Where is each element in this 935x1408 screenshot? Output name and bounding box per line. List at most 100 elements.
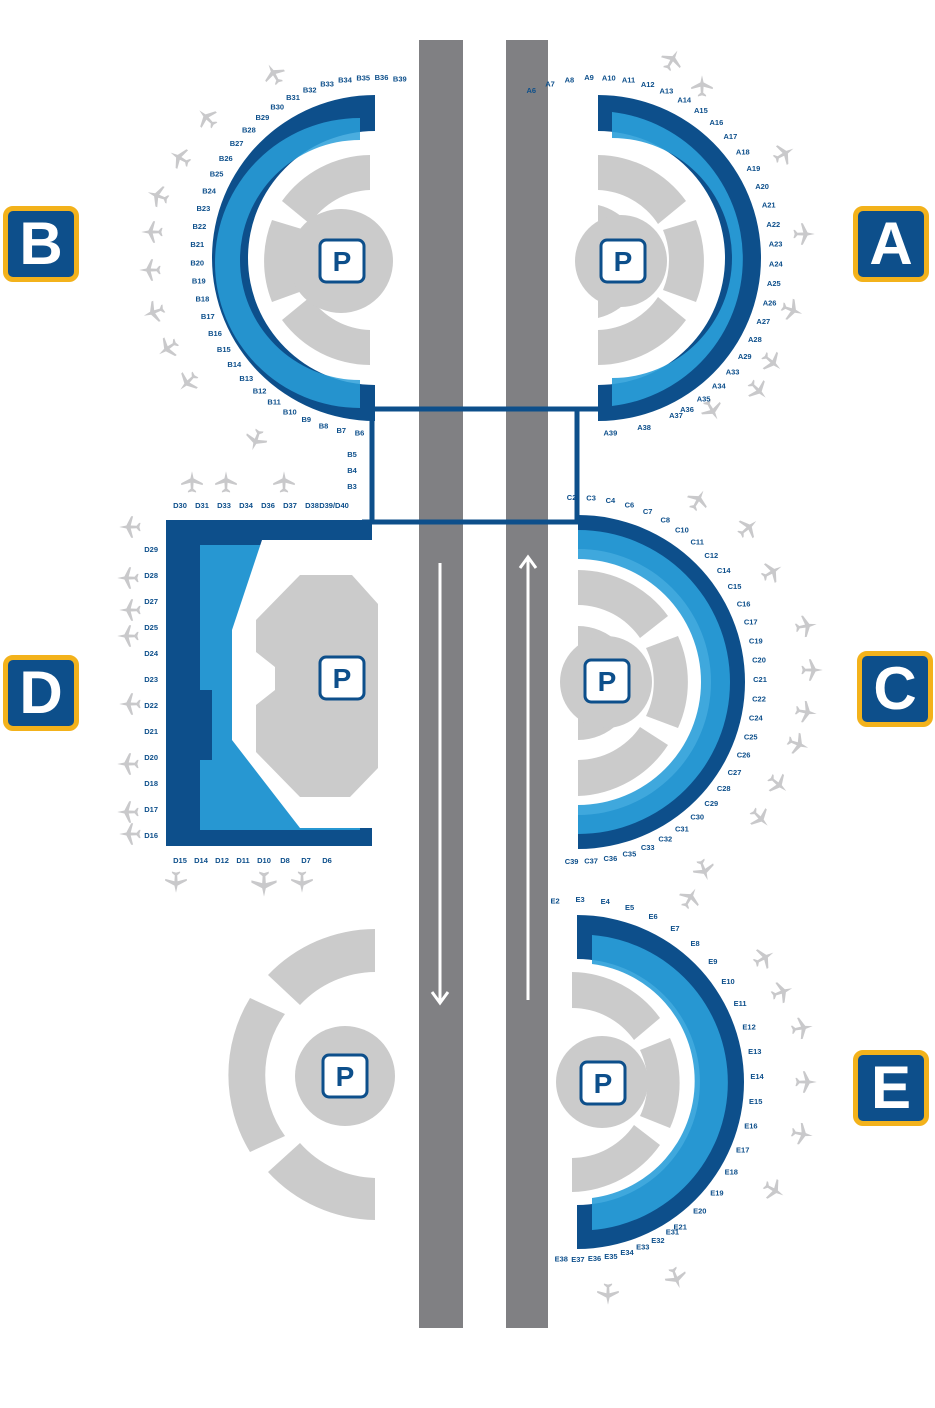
gate-label: C2 bbox=[567, 493, 577, 502]
gate-label: A16 bbox=[710, 118, 724, 127]
gate-label: E21 bbox=[674, 1222, 687, 1231]
gate-label: E36 bbox=[588, 1254, 601, 1263]
airplane-icon bbox=[119, 693, 141, 715]
connector-walkways bbox=[362, 406, 612, 525]
gate-label: B34 bbox=[338, 76, 353, 85]
parking-sign-e: P bbox=[579, 1060, 627, 1106]
gate-label: B20 bbox=[190, 258, 204, 267]
gate-label: C7 bbox=[643, 507, 653, 516]
gate-label: A36 bbox=[680, 405, 694, 414]
gate-label: D11 bbox=[236, 856, 249, 865]
gate-label: A7 bbox=[545, 80, 555, 89]
gate-label: D15 bbox=[173, 856, 187, 865]
gate-label: A37 bbox=[669, 411, 683, 420]
gate-label: B25 bbox=[210, 170, 224, 179]
gate-label: C39 bbox=[565, 857, 579, 866]
parking-sign-b: P bbox=[318, 238, 366, 284]
airplane-icon bbox=[165, 871, 187, 893]
gate-label: A11 bbox=[622, 76, 635, 85]
gate-label: B8 bbox=[319, 421, 329, 430]
gate-label: D7 bbox=[301, 856, 311, 865]
gate-label: E9 bbox=[708, 957, 717, 966]
airplane-icon bbox=[762, 768, 794, 800]
gate-label: D20 bbox=[144, 753, 158, 762]
gate-label: D28 bbox=[144, 571, 158, 580]
airplane-icon bbox=[251, 871, 277, 897]
gate-label: A35 bbox=[697, 394, 711, 403]
gate-label: A22 bbox=[766, 220, 780, 229]
gate-label: C19 bbox=[749, 636, 763, 645]
svg-text:P: P bbox=[594, 1068, 613, 1099]
gate-label: B21 bbox=[190, 240, 204, 249]
gate-label: E2 bbox=[551, 896, 560, 905]
gate-label: D18 bbox=[144, 779, 158, 788]
airplane-icon bbox=[793, 223, 815, 245]
terminal-badge-b: B bbox=[3, 206, 79, 282]
gate-label: A26 bbox=[763, 298, 777, 307]
gate-label: A39 bbox=[604, 429, 618, 438]
gate-label: D6 bbox=[322, 856, 332, 865]
gate-label: E35 bbox=[604, 1252, 617, 1261]
gate-label: C35 bbox=[623, 850, 637, 859]
svg-text:P: P bbox=[336, 1061, 355, 1092]
gate-label: D12 bbox=[215, 856, 229, 865]
southbound-arrow bbox=[430, 563, 450, 1006]
gate-label: C21 bbox=[753, 675, 767, 684]
parking-sign-a: P bbox=[599, 238, 647, 284]
gate-label: C11 bbox=[691, 538, 704, 547]
northbound-arrow bbox=[518, 554, 538, 1000]
gate-label: A14 bbox=[677, 95, 692, 104]
parking-sign-d: P bbox=[318, 655, 366, 701]
gate-label: A24 bbox=[769, 259, 784, 268]
terminal-badge-d: D bbox=[3, 655, 79, 731]
airplane-icon bbox=[117, 567, 139, 589]
gate-label: A38 bbox=[637, 423, 651, 432]
gate-label: A25 bbox=[767, 279, 781, 288]
parking-sign-south: P bbox=[321, 1053, 369, 1099]
gate-label: A17 bbox=[724, 132, 738, 141]
gate-label: A19 bbox=[747, 164, 761, 173]
airplane-icon bbox=[662, 1264, 690, 1292]
gate-label: E20 bbox=[693, 1207, 706, 1216]
gate-label: C8 bbox=[661, 515, 671, 524]
parking-signs: P P P P P P bbox=[318, 238, 647, 1106]
gate-label: E33 bbox=[636, 1243, 649, 1252]
gate-label: E18 bbox=[725, 1168, 738, 1177]
airplane-icon bbox=[757, 557, 787, 587]
airplane-icon bbox=[742, 374, 774, 406]
gate-label: B29 bbox=[256, 113, 270, 122]
gate-label: A34 bbox=[712, 382, 727, 391]
gate-label: C27 bbox=[728, 768, 742, 777]
gate-label: E19 bbox=[710, 1188, 723, 1197]
gate-label: B33 bbox=[320, 80, 334, 89]
airplane-icon bbox=[273, 471, 295, 493]
gate-label: B14 bbox=[227, 360, 242, 369]
gate-label: D10 bbox=[257, 856, 271, 865]
gate-label: B24 bbox=[202, 187, 217, 196]
gate-label: A29 bbox=[738, 352, 752, 361]
airplane-icon bbox=[657, 45, 687, 75]
gate-label: B32 bbox=[303, 85, 317, 94]
terminal-badge-e: E bbox=[853, 1050, 929, 1126]
gate-label: C28 bbox=[717, 784, 731, 793]
gate-label: C36 bbox=[604, 854, 618, 863]
terminal-a bbox=[598, 95, 761, 421]
gate-label: B31 bbox=[286, 93, 300, 102]
gate-label: D36 bbox=[261, 501, 275, 510]
gate-label: E15 bbox=[749, 1097, 762, 1106]
gate-label: A28 bbox=[748, 335, 762, 344]
parking-sign-c: P bbox=[583, 658, 631, 704]
garage-south bbox=[228, 929, 395, 1220]
airplane-icon bbox=[801, 659, 823, 681]
gate-label: E17 bbox=[736, 1145, 749, 1154]
gate-label: D14 bbox=[194, 856, 209, 865]
gate-label: B36 bbox=[375, 73, 389, 82]
gate-label: E37 bbox=[571, 1255, 584, 1264]
airplane-icon bbox=[119, 823, 141, 845]
terminal-badge-a: A bbox=[853, 206, 929, 282]
gate-label: A33 bbox=[726, 368, 740, 377]
gate-label: C3 bbox=[586, 494, 596, 503]
gate-label: C24 bbox=[749, 714, 764, 723]
gate-label: A20 bbox=[755, 182, 769, 191]
